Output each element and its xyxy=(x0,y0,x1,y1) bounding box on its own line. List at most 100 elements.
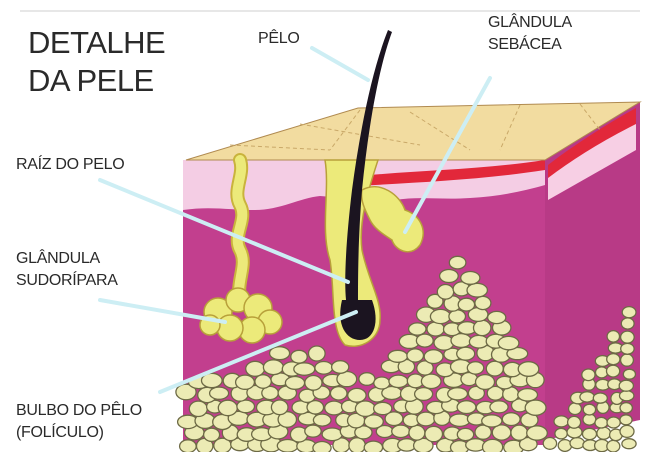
fat-globule xyxy=(467,283,487,297)
fat-globule xyxy=(570,438,584,449)
fat-globule xyxy=(555,428,567,439)
fat-globule xyxy=(285,377,304,390)
fat-globule xyxy=(595,417,608,428)
fat-globule xyxy=(597,427,611,439)
fat-globule xyxy=(204,428,220,441)
fat-globule xyxy=(332,361,349,374)
fat-globule xyxy=(388,350,407,362)
fat-globule xyxy=(392,425,410,437)
fat-globule xyxy=(389,375,408,387)
fat-globule xyxy=(457,347,475,360)
fat-globule xyxy=(449,310,466,323)
fat-globule xyxy=(621,331,635,343)
fat-globule xyxy=(309,346,326,361)
fat-globule xyxy=(476,375,495,390)
fat-globule xyxy=(359,373,375,386)
fat-globule xyxy=(457,428,473,440)
fat-globule xyxy=(421,374,441,388)
fat-globule xyxy=(498,336,519,349)
fat-globule xyxy=(622,307,636,318)
fat-globule xyxy=(518,389,538,401)
fat-globule xyxy=(482,415,502,427)
fat-globule xyxy=(305,425,321,437)
fat-globule xyxy=(448,388,468,400)
fat-globule xyxy=(511,425,528,440)
diagram-title-line1: DETALHE xyxy=(28,26,165,60)
fat-globule xyxy=(349,438,365,452)
fat-globule xyxy=(364,441,382,452)
fat-globule xyxy=(449,414,470,426)
fat-globule xyxy=(440,270,459,283)
fat-globule xyxy=(621,318,634,329)
label-raiz-do-pelo: RAÍZ DO PELO xyxy=(16,154,124,176)
fat-globule xyxy=(467,362,483,374)
fat-globule xyxy=(475,296,491,309)
fat-globule xyxy=(483,439,503,452)
leader-pelo xyxy=(312,48,368,80)
fat-globule xyxy=(622,439,636,449)
fat-globule xyxy=(236,375,255,389)
label-glandula-sebacea-line2: SEBÁCEA xyxy=(488,34,562,56)
fat-globule xyxy=(409,323,426,335)
fat-globule xyxy=(180,440,197,452)
fat-globule xyxy=(607,354,620,365)
label-glandula-sudoripara-line2: SUDORÍPARA xyxy=(16,270,118,292)
fat-globule xyxy=(469,335,488,348)
fat-globule xyxy=(348,388,366,402)
fat-globule xyxy=(474,320,491,335)
fat-globule xyxy=(607,440,620,452)
fat-globule xyxy=(623,369,635,379)
fat-globule xyxy=(607,417,620,428)
fat-globule xyxy=(619,380,633,391)
fat-globule xyxy=(270,347,290,360)
fat-globule xyxy=(607,331,619,343)
fat-globule xyxy=(621,354,634,366)
fat-globule xyxy=(583,428,597,439)
fat-globule xyxy=(291,350,307,363)
sweat-duct-fill xyxy=(237,160,242,300)
fat-globule xyxy=(425,426,443,441)
fat-globule xyxy=(437,285,453,300)
fat-globule xyxy=(313,442,331,453)
fat-globule xyxy=(374,377,390,389)
fat-globule xyxy=(620,415,632,425)
label-bulbo-do-pelo-line2: (FOLÍCULO) xyxy=(16,422,104,444)
fat-globule xyxy=(502,413,520,426)
fat-globule xyxy=(237,400,255,413)
fat-globule xyxy=(330,387,347,400)
fat-globule xyxy=(417,412,435,426)
fat-globule xyxy=(569,403,582,415)
fat-globule xyxy=(607,365,620,377)
fat-globule xyxy=(518,362,539,377)
fat-globule xyxy=(582,369,595,381)
fat-globule xyxy=(210,387,229,399)
fat-globule xyxy=(457,401,476,414)
fat-globule xyxy=(620,391,634,401)
fat-globule xyxy=(486,361,503,376)
fat-globule xyxy=(305,376,322,391)
fat-globule xyxy=(593,393,607,403)
fat-globule xyxy=(325,401,344,415)
diagram-title-line2: DA PELE xyxy=(28,64,154,98)
fat-globule xyxy=(620,425,634,437)
label-glandula-sudoripara-line1: GLÂNDULA xyxy=(16,248,100,270)
fat-globule xyxy=(554,416,569,427)
fat-globule xyxy=(355,401,375,416)
fat-globule xyxy=(416,334,433,347)
label-glandula-sebacea-line1: GLÂNDULA xyxy=(488,12,572,34)
fat-globule xyxy=(313,414,331,426)
fat-globule xyxy=(620,403,632,413)
fat-globule xyxy=(189,401,207,416)
fat-globule xyxy=(409,425,425,440)
fat-globule xyxy=(407,349,424,362)
fat-globule xyxy=(218,400,237,415)
fat-globule xyxy=(263,360,283,375)
fat-globule xyxy=(424,350,443,364)
fat-globule xyxy=(458,298,474,311)
fat-globule xyxy=(558,440,571,452)
fat-globule xyxy=(580,392,594,402)
fat-globule xyxy=(490,401,508,413)
fat-globule xyxy=(621,343,634,354)
fat-globule xyxy=(583,404,595,415)
